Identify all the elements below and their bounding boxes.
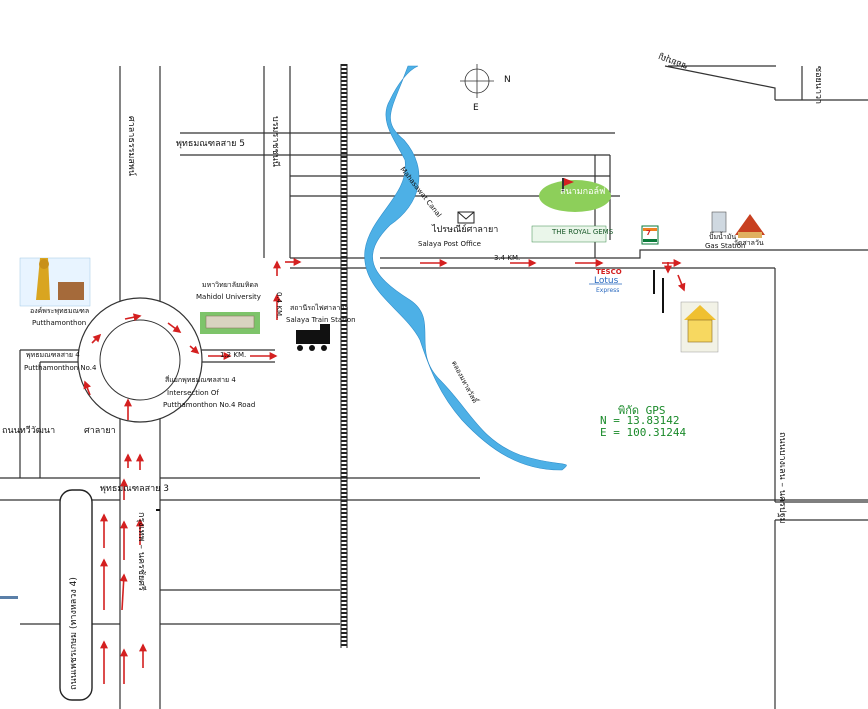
seven-eleven-icon — [641, 225, 659, 245]
gps-title: พิกัด GPS — [618, 404, 666, 417]
gas-station-label-en: Gas Station — [705, 242, 746, 250]
railway-track — [340, 64, 348, 648]
gas-station-icon — [711, 211, 727, 233]
post-office-icon — [457, 211, 475, 224]
train-icon — [296, 324, 330, 351]
road-label-sala-ya: ศาลายา — [84, 426, 116, 436]
gps-north: N = 13.83142 — [600, 414, 680, 427]
road-label-putthamonthon-4: พุทธมณฑลสาย 4 — [26, 351, 80, 359]
gps-east: E = 100.31244 — [600, 426, 687, 439]
temple-label: วัดสาลวัน — [734, 239, 764, 247]
canal — [364, 65, 567, 471]
road-label-bangkok-nakhon-chaisi: กรุงเทพ – นครชัยศรี — [136, 512, 146, 591]
post-office-label-th: ไปรษณีย์ศาลายา — [432, 225, 499, 235]
train-label-en: Salaya Train Station — [286, 316, 356, 324]
golf-course-icon — [539, 178, 611, 212]
golf-label: สนามกอล์ฟ — [560, 187, 606, 197]
mahidol-building-icon — [200, 312, 260, 334]
road-label-putthamonthon-5: พุทธมณฑลสาย 5 — [176, 139, 246, 149]
road-label-bang-len-right: ถนนบางเลน – นครปฐม — [777, 432, 787, 524]
left-edge-marker — [0, 596, 18, 599]
road-label-soi-right: ซอยนาวา — [813, 66, 823, 105]
roundabout — [77, 297, 203, 423]
road-label-phet-kasem: ถนนเพชรเกษม (ทางหลวง 4) — [69, 577, 79, 690]
distance-label-2: 0.4 KM. — [275, 292, 283, 319]
royal-gems-label: THE ROYAL GEMS — [552, 228, 614, 236]
mahidol-label-th: มหาวิทยาลัยมหิดล — [202, 281, 259, 289]
route-arrows — [83, 258, 686, 684]
intersection-label-en2: Putthamonthon No.4 Road — [163, 401, 256, 409]
roads — [0, 65, 868, 709]
tesco-label-1: TESCO — [596, 268, 622, 276]
road-label-borommaratchachonnani: บรมราชชนนี — [270, 116, 280, 167]
mahidol-label-en: Mahidol University — [196, 293, 261, 301]
royal-gems-logo — [531, 225, 607, 243]
buddha-statue-icon — [19, 257, 91, 307]
compass-east-label: E — [473, 103, 479, 113]
road-label-sala-thammasop: ศาลาธรรมสพน์ — [126, 116, 136, 177]
statue-label-en: Putthamonthon — [32, 319, 87, 327]
intersection-label-en1: Intersection Of — [167, 389, 219, 397]
road-label-kanchanaphisek-left: ถนนทวีวัฒนา — [2, 426, 56, 436]
train-label-th: สถานีรถไฟศาลายา — [290, 304, 349, 312]
gas-station-label-th: ปั๊มน้ำมัน — [709, 233, 737, 241]
road-label-putthamonthon-3: พุทธมณฑลสาย 3 — [100, 484, 170, 494]
road-label-putthamonthon-4-en: Putthamonthon No.4 — [24, 364, 97, 372]
post-office-label-en: Salaya Post Office — [418, 240, 481, 248]
distance-label-3: 3.4 KM. — [494, 254, 521, 262]
distance-label-1: 1.2 KM. — [220, 351, 247, 359]
tesco-label-3: Express — [596, 287, 620, 294]
temple-icon — [735, 214, 765, 238]
seven-eleven-label: 7 — [646, 229, 651, 237]
destination-house-icon — [680, 301, 719, 353]
statue-label-th: องค์พระพุทธมณฑล — [30, 307, 90, 315]
compass-icon — [460, 64, 494, 98]
road-markers — [156, 270, 664, 511]
intersection-label-th: สี่แยกพุทธมณฑลสาย 4 — [165, 376, 236, 384]
tesco-label-2: Lotus — [594, 276, 619, 286]
compass-north-label: N — [504, 75, 511, 85]
phet-kasem-sign — [59, 489, 93, 701]
